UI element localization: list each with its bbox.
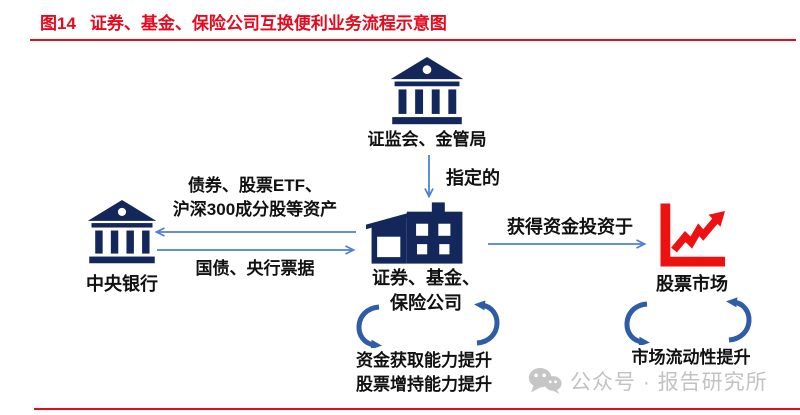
collateral-out-label: 债券、股票ETF、 沪深300成分股等资产 bbox=[150, 174, 360, 222]
invest-label: 获得资金投资于 bbox=[507, 217, 633, 237]
bottom-divider bbox=[34, 408, 800, 410]
regulator-label: 证监会、金管局 bbox=[367, 130, 487, 149]
down-arrow-icon bbox=[424, 155, 434, 199]
cycle-arrow-left-icon bbox=[624, 301, 650, 345]
watermark-label: 公众号 · 报告研究所 bbox=[570, 371, 768, 394]
collateral-in-label: 国债、央行票据 bbox=[195, 259, 315, 278]
cycle-arrow-left-icon bbox=[356, 304, 382, 348]
collateral-out-line1: 债券、股票ETF、 bbox=[187, 176, 323, 195]
company-building-icon bbox=[366, 202, 463, 264]
swap-effect-line2: 股票增持能力提升 bbox=[356, 375, 492, 394]
designated-label: 指定的 bbox=[446, 168, 500, 188]
swap-parties-label-line1: 证券、基金、 bbox=[372, 268, 480, 288]
title-underline bbox=[30, 39, 796, 41]
swap-parties-label-line2: 保险公司 bbox=[390, 293, 462, 313]
swap-parties-label: 证券、基金、 保险公司 bbox=[334, 266, 518, 316]
cycle-arrow-right-icon bbox=[726, 297, 752, 343]
bank-icon bbox=[390, 57, 464, 125]
cycle-arrow-right-icon bbox=[474, 300, 500, 346]
market-effect-text: 市场流动性提升 bbox=[631, 348, 751, 367]
wechat-icon bbox=[528, 368, 562, 394]
swap-effect-line1: 资金获取能力提升 bbox=[356, 351, 492, 370]
figure-title: 图14 证券、基金、保险公司互换便利业务流程示意图 bbox=[40, 9, 447, 34]
collateral-out-line2: 沪深300成分股等资产 bbox=[172, 200, 338, 219]
stock-chart-icon bbox=[660, 203, 725, 267]
invest-arrow-icon bbox=[488, 239, 647, 249]
figure-title-text: 证券、基金、保险公司互换便利业务流程示意图 bbox=[89, 14, 447, 33]
stock-market-label: 股票市场 bbox=[656, 274, 728, 294]
watermark: 公众号 · 报告研究所 bbox=[528, 366, 768, 396]
bank-icon bbox=[87, 200, 157, 264]
swap-effects-text: 资金获取能力提升 股票增持能力提升 bbox=[322, 349, 526, 397]
figure-number: 图14 bbox=[40, 14, 76, 33]
central-bank-label: 中央银行 bbox=[86, 274, 158, 294]
swap-arrows-icon bbox=[154, 227, 356, 255]
